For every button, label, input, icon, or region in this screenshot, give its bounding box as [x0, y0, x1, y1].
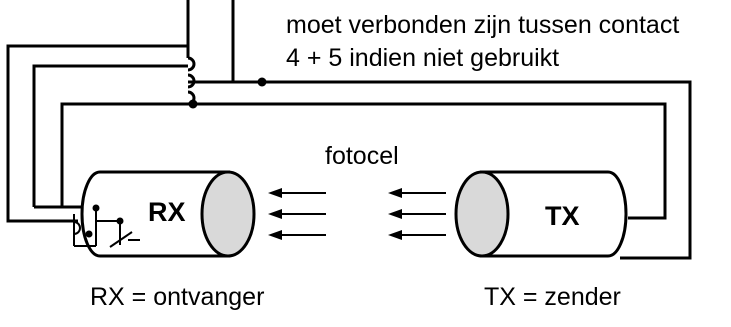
- wire-crossover-hump-1: [187, 56, 196, 72]
- rx-mark: RX: [148, 197, 186, 227]
- note-line-1: moet verbonden zijn tussen contact: [286, 11, 679, 39]
- rx-body: [80, 170, 230, 258]
- tx-caption: TX = zender: [484, 283, 621, 311]
- tx-body: [480, 170, 628, 258]
- arrow-icon: [388, 230, 446, 240]
- beam-arrows: [268, 188, 446, 240]
- arrow-icon: [268, 230, 326, 240]
- rx-lens: [200, 170, 256, 258]
- wire-crossover-hump-2: [187, 73, 196, 89]
- tx-lens: [454, 170, 510, 258]
- transmitter-tx: TX: [454, 170, 628, 258]
- arrow-icon: [268, 188, 326, 198]
- note-line-2: 4 + 5 indien niet gebruikt: [286, 44, 559, 72]
- receiver-rx: RX: [73, 170, 256, 258]
- wire-inner-left: [32, 64, 188, 207]
- wire-outer-loop: [6, 0, 190, 223]
- arrow-icon: [388, 188, 446, 198]
- rx-caption: RX = ontvanger: [90, 283, 264, 311]
- beam-label: fotocel: [325, 142, 399, 170]
- arrow-icon: [268, 209, 326, 219]
- junction-dot-upper: [257, 77, 267, 87]
- tx-mark: TX: [545, 201, 580, 231]
- wire-upper-bus: [188, 80, 692, 260]
- wire-lower-bus: [60, 102, 667, 220]
- rx-contact-switch-icon: [73, 204, 140, 248]
- arrow-icon: [388, 209, 446, 219]
- junction-dot-lower: [188, 99, 198, 109]
